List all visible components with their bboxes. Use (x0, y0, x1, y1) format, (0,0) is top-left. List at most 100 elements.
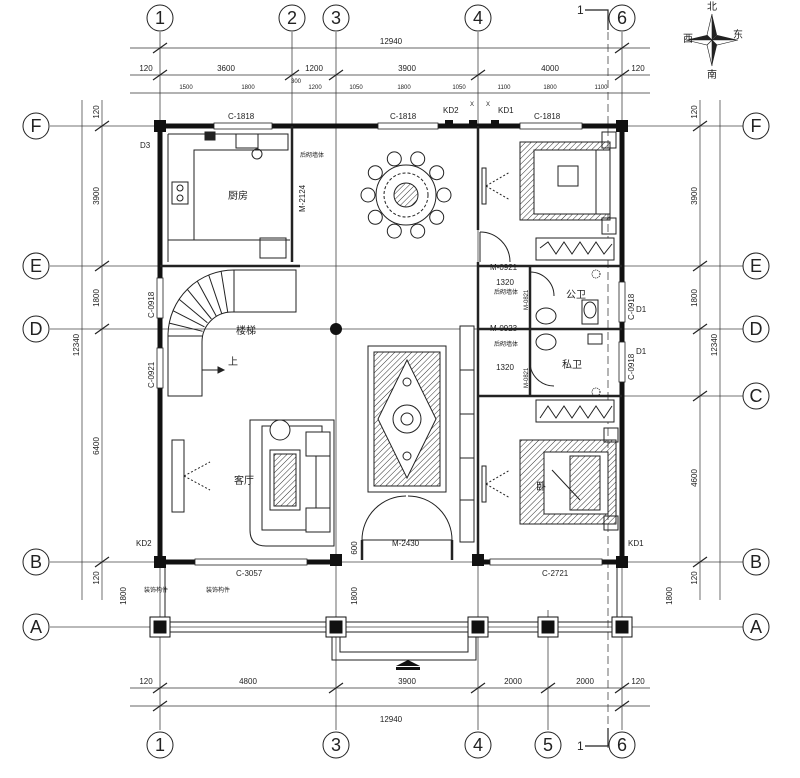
tag-c0921-left: C-0921 (147, 361, 156, 388)
axis-D-left: D (30, 319, 43, 339)
axis-bubbles (22, 4, 770, 759)
tag-d1-b: D1 (636, 347, 647, 356)
axis-2-top: 2 (287, 8, 297, 28)
axis-A-left: A (30, 617, 42, 637)
dim-bottom-5: 120 (631, 677, 645, 686)
axis-3-top: 3 (331, 8, 341, 28)
tv-cabinet (171, 439, 211, 513)
axis-6-bottom: 6 (617, 735, 627, 755)
dim-right-total: 12340 (710, 333, 719, 356)
tag-c2721: C-2721 (542, 569, 569, 578)
dining-table (375, 164, 437, 226)
tag-c3057: C-3057 (236, 569, 263, 578)
tag-c1818-c: C-1818 (534, 112, 561, 121)
stair-tread (196, 280, 217, 317)
section-cut-mark (585, 9, 609, 747)
note-b: 后砌墙体 (494, 288, 518, 296)
tag-m0821-b: M-0821 (524, 367, 530, 388)
room-living: 客厅 (234, 474, 254, 487)
tag-x1: X (470, 102, 474, 108)
axis-5-bottom: 5 (543, 735, 553, 755)
dim-left-1: 3900 (92, 187, 101, 205)
axis-A-right: A (750, 617, 762, 637)
room-bedroom: 卧 (536, 480, 546, 493)
bed-bottom (519, 427, 619, 531)
stair-tread (178, 298, 208, 324)
tag-x2: X (486, 102, 490, 108)
dim-bottom-2: 3900 (398, 677, 416, 686)
axis-E-right: E (750, 256, 762, 276)
axis-F-left: F (31, 116, 42, 136)
windows (156, 122, 626, 566)
dim-left-5: 1800 (119, 587, 128, 605)
dim-bottom-4: 2000 (576, 677, 594, 686)
bed-top (519, 131, 617, 235)
tag-c1818-a: C-1818 (228, 112, 255, 121)
section-mark-top: 1 (577, 3, 584, 17)
wardrobe-bottom (535, 399, 615, 423)
compass-north: 北 (707, 1, 717, 13)
dim-gate-1800: 1800 (350, 587, 359, 605)
tag-c0918-left: C-0918 (147, 291, 156, 318)
dim-top-4: 4000 (541, 64, 559, 73)
stair-tread (169, 322, 203, 332)
center-column (330, 323, 342, 335)
tv-top (481, 167, 511, 205)
stair-tread (186, 288, 212, 320)
porch-columns (149, 616, 633, 638)
dim-1320-a: 1320 (496, 278, 514, 287)
compass-icon (685, 13, 739, 67)
porch-rails (164, 568, 618, 661)
tag-m0821-a: M-0821 (524, 289, 530, 310)
dining-chair (360, 187, 376, 203)
dim-right-4: 120 (690, 571, 699, 585)
dim-sub-4: 1050 (349, 85, 363, 91)
dim-right-1: 3900 (690, 187, 699, 205)
compass-south: 南 (707, 68, 717, 81)
tag-c0918-r2: C-0918 (627, 353, 636, 380)
dim-right-2: 1800 (690, 289, 699, 307)
axis-C-right: C (750, 386, 763, 406)
dimension-ticks (94, 42, 708, 712)
tag-kd2-top: KD2 (443, 106, 459, 115)
tag-c0918-r1: C-0918 (627, 293, 636, 320)
sink-icon (204, 131, 287, 259)
dining-chair (386, 223, 402, 239)
room-stairs: 楼梯 (236, 324, 256, 337)
axis-B-left: B (30, 552, 42, 572)
dining-chair (367, 165, 383, 181)
compass-east: 东 (733, 28, 743, 41)
dim-sub-0: 1500 (179, 85, 193, 91)
axis-4-top: 4 (473, 8, 483, 28)
dining-chair (386, 151, 402, 167)
dim-left-3: 6400 (92, 437, 101, 455)
dim-top-2: 1200 (305, 64, 323, 73)
dim-left-0: 120 (92, 105, 101, 119)
tag-m0921-b: M-0923 (490, 324, 518, 333)
dim-overall-bottom: 12940 (380, 715, 403, 724)
dim-sub-7: 1100 (498, 85, 512, 91)
tag-kd1-top: KD1 (498, 106, 514, 115)
dim-offset-600: 600 (350, 541, 359, 555)
compass-west: 西 (683, 34, 693, 45)
axis-1-bottom: 1 (155, 735, 165, 755)
columns (154, 120, 628, 568)
stair-tread (172, 310, 205, 328)
tag-c1818-b: C-1818 (390, 112, 417, 121)
dim-sub-1: 1800 (241, 85, 255, 91)
dim-bottom-0: 120 (139, 677, 153, 686)
dining-chair (367, 209, 383, 225)
dim-sub-2: 300 (291, 79, 302, 85)
room-private-bath: 私卫 (562, 359, 582, 371)
dining-chair (429, 209, 445, 225)
stove-icon (171, 181, 189, 205)
dim-top-0: 120 (139, 64, 153, 73)
bath-doors (529, 269, 601, 397)
tag-kd1-bottom: KD1 (628, 539, 644, 548)
kitchen-counter (167, 133, 290, 262)
dim-bottom-3: 2000 (504, 677, 522, 686)
note-d: 装饰构件 (144, 586, 168, 594)
dim-right-5: 1800 (665, 587, 674, 605)
dim-right-3: 4600 (690, 469, 699, 487)
